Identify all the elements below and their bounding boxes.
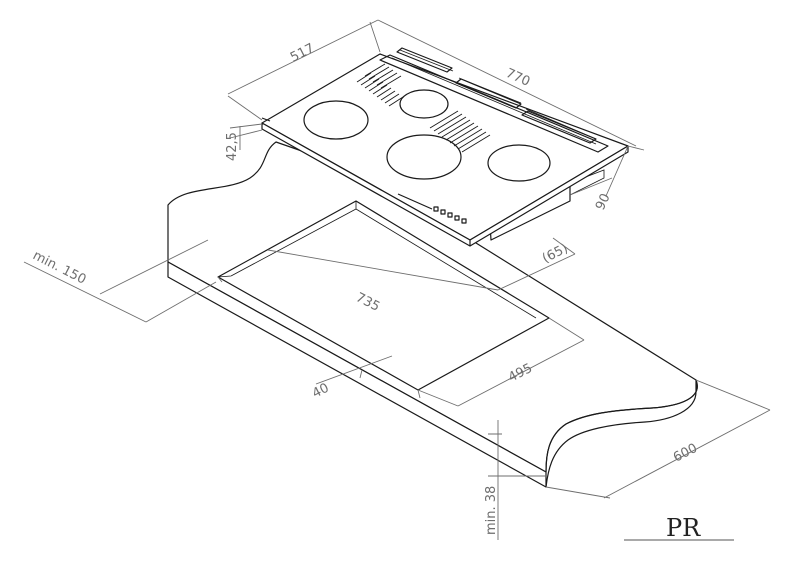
cutout-inner-wall bbox=[217, 201, 537, 319]
cooking-zone-right bbox=[487, 144, 551, 182]
dim-hob-width: 770 bbox=[503, 66, 532, 90]
dim-worktop-depth: 600 bbox=[671, 441, 700, 466]
control-panel bbox=[397, 193, 467, 224]
logo-mark: PR bbox=[666, 514, 701, 542]
dim-worktop-thickness: min. 38 bbox=[484, 486, 499, 535]
dim-hob-thickness: 42,5 bbox=[225, 132, 240, 161]
cooking-zone-front-middle bbox=[386, 134, 462, 180]
dimension-lines bbox=[23, 19, 771, 540]
extraction-vent bbox=[379, 47, 609, 153]
brand-logo: PR bbox=[624, 514, 734, 542]
vent-grille-left bbox=[356, 63, 404, 107]
cooking-zone-rear-left bbox=[399, 89, 449, 119]
cooking-zone-front-left bbox=[303, 100, 369, 140]
dim-front-margin: 40 bbox=[310, 381, 332, 402]
hob-glass-edge bbox=[261, 122, 629, 247]
dim-hob-depth: 517 bbox=[288, 41, 317, 66]
dim-side-clearance: min. 150 bbox=[30, 248, 88, 288]
vent-grille-right bbox=[429, 110, 491, 153]
dim-hob-total-height: 90 bbox=[593, 191, 614, 212]
